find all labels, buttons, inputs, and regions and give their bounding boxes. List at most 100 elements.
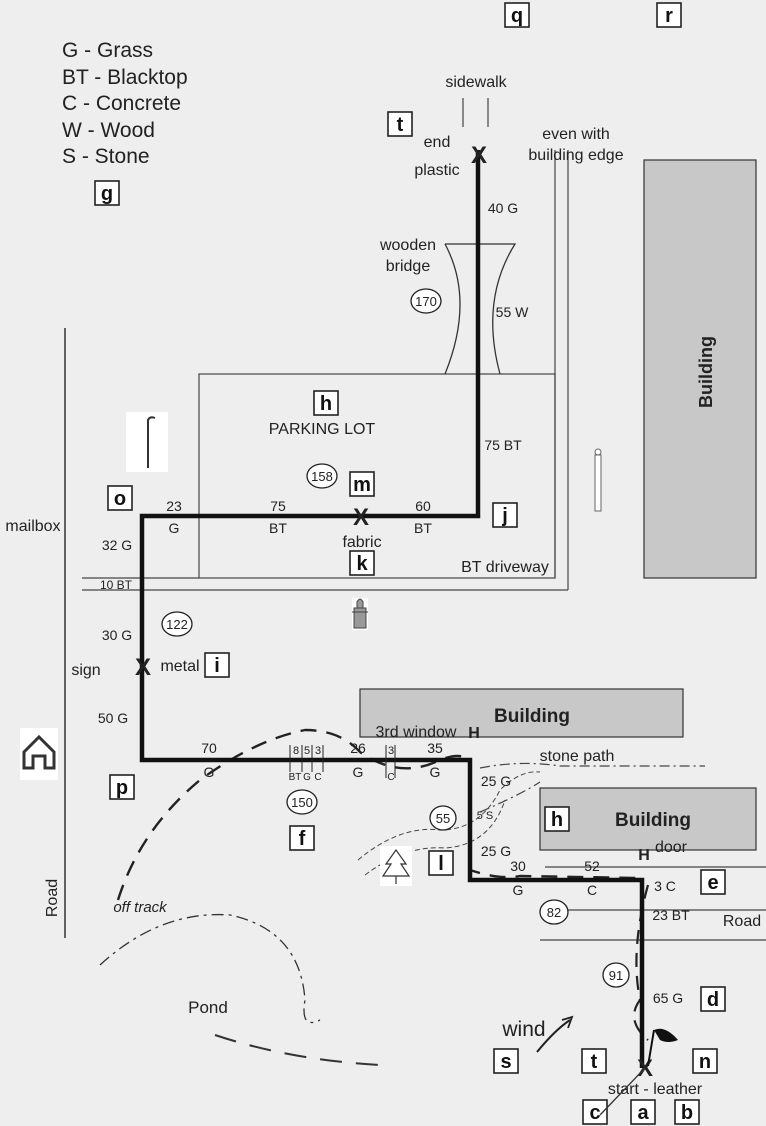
seg-g-small: G: [303, 772, 311, 783]
fire-hydrant-icon: [352, 598, 368, 630]
stone-path-lower: [479, 781, 541, 813]
legend-wood: W - Wood: [62, 118, 155, 142]
building-lower-label: Building: [615, 810, 691, 831]
building-right-label: Building: [696, 336, 716, 408]
pole-icon: [594, 448, 602, 512]
svg-text:n: n: [699, 1051, 711, 1073]
svg-text:q: q: [511, 5, 523, 27]
circle-150: 150: [286, 789, 318, 815]
seg-52c: C: [587, 882, 597, 898]
building-middle: Building: [359, 688, 684, 738]
legend-concrete: C - Concrete: [62, 92, 182, 115]
box-t-bottom: t: [581, 1048, 607, 1074]
svg-text:o: o: [114, 488, 126, 510]
box-o: o: [107, 485, 133, 511]
legend: G - Grass BT - Blacktop C - Concrete W -…: [62, 38, 188, 171]
label-third-window: 3rd window: [376, 724, 457, 741]
house-icon: [20, 728, 58, 780]
stone-path-upper: [479, 762, 705, 769]
label-sign: sign: [71, 662, 100, 679]
svg-text:f: f: [299, 828, 306, 850]
svg-text:p: p: [116, 777, 128, 799]
box-f: f: [289, 825, 315, 851]
seg-30g: G: [513, 882, 524, 898]
svg-text:82: 82: [547, 905, 561, 920]
off-track-path: [116, 728, 641, 901]
label-mailbox: mailbox: [5, 518, 60, 535]
svg-text:a: a: [637, 1102, 649, 1124]
legend-stone: S - Stone: [62, 145, 150, 168]
circle-122: 122: [161, 611, 193, 637]
seg-23: 23: [166, 498, 182, 514]
svg-text:m: m: [353, 474, 371, 496]
box-e: e: [700, 869, 726, 895]
building-lower: Building: [539, 787, 757, 851]
label-end: end: [424, 134, 451, 151]
course-route: [139, 150, 645, 1068]
seg-65g: 65 G: [653, 990, 683, 1006]
box-p: p: [109, 774, 135, 800]
box-n: n: [692, 1048, 718, 1074]
box-d: d: [700, 986, 726, 1012]
seg-55w: 55 W: [496, 304, 529, 320]
h-marker-door: H: [638, 847, 650, 864]
svg-text:c: c: [589, 1102, 600, 1124]
label-door: door: [655, 839, 688, 856]
label-road-left: Road: [44, 879, 61, 917]
seg-35g: G: [430, 764, 441, 780]
label-off-track: off track: [113, 899, 168, 916]
svg-text:d: d: [707, 989, 719, 1011]
label-fabric: fabric: [342, 534, 381, 551]
box-b: b: [674, 1099, 700, 1125]
circle-91: 91: [602, 962, 630, 988]
circle-55: 55: [429, 805, 457, 831]
box-g: g: [94, 180, 120, 206]
seg-5s: 5 S: [477, 810, 494, 822]
pine-tree-icon: [380, 846, 412, 886]
svg-text:t: t: [397, 114, 404, 136]
svg-text:r: r: [665, 5, 673, 27]
svg-text:170: 170: [415, 294, 437, 309]
seg-3b: 3: [388, 745, 394, 757]
label-road-right: Road: [723, 913, 761, 930]
circle-158: 158: [306, 463, 338, 489]
stone-path-trail-1: [357, 771, 541, 861]
box-i: i: [204, 652, 230, 678]
wooden-bridge: [444, 243, 517, 375]
seg-c-small: C: [314, 772, 321, 783]
label-plastic: plastic: [414, 162, 459, 179]
seg-40g: 40 G: [488, 200, 518, 216]
x-marker-fabric: X: [353, 504, 369, 531]
svg-text:k: k: [356, 553, 368, 575]
seg-30g-v: 30 G: [102, 627, 132, 643]
seg-30: 30: [510, 858, 526, 874]
label-building-edge: building edge: [528, 147, 623, 164]
seg-3c-v: 3 C: [654, 878, 676, 894]
svg-text:h: h: [551, 809, 563, 831]
seg-bt-small: BT: [289, 772, 302, 783]
label-start: start - leather: [608, 1081, 703, 1098]
flag-icon: [647, 1028, 678, 1067]
box-k: k: [349, 550, 375, 576]
seg-3c: C: [387, 772, 394, 783]
seg-25g-a: 25 G: [481, 773, 511, 789]
label-stone-path: stone path: [540, 748, 615, 765]
x-marker-end: X: [471, 142, 487, 169]
legend-grass: G - Grass: [62, 39, 154, 62]
circle-82: 82: [539, 899, 569, 925]
circle-170: 170: [410, 288, 442, 314]
seg-75: 75: [270, 498, 286, 514]
seg-5: 5: [304, 745, 310, 757]
start-line: [599, 1067, 646, 1116]
svg-text:t: t: [591, 1051, 598, 1073]
seg-70: 70: [201, 740, 217, 756]
pond-outline: [99, 913, 321, 1024]
box-m: m: [349, 471, 375, 497]
seg-75bt-v: 75 BT: [484, 437, 522, 453]
label-sidewalk: sidewalk: [445, 74, 507, 91]
seg-23bt: 23 BT: [652, 907, 690, 923]
box-j: j: [492, 502, 518, 528]
label-wooden: wooden: [379, 237, 436, 254]
svg-text:b: b: [681, 1102, 693, 1124]
box-h-lot: h: [313, 390, 339, 416]
